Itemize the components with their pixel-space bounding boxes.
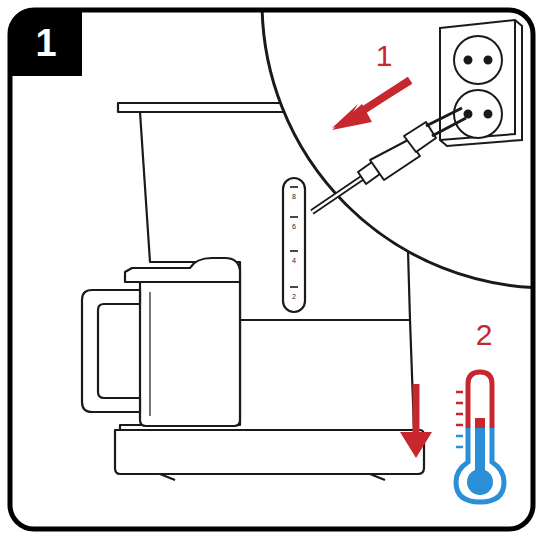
gauge-mark: 2 xyxy=(292,293,296,300)
step-number-box: 1 xyxy=(10,10,82,76)
gauge-mark: 8 xyxy=(292,193,296,200)
callout-number: 1 xyxy=(376,41,393,71)
gauge-mark: 4 xyxy=(292,257,296,264)
gauge-mark: 6 xyxy=(292,223,296,230)
callout-number: 2 xyxy=(476,320,493,350)
step-number: 1 xyxy=(35,24,56,62)
